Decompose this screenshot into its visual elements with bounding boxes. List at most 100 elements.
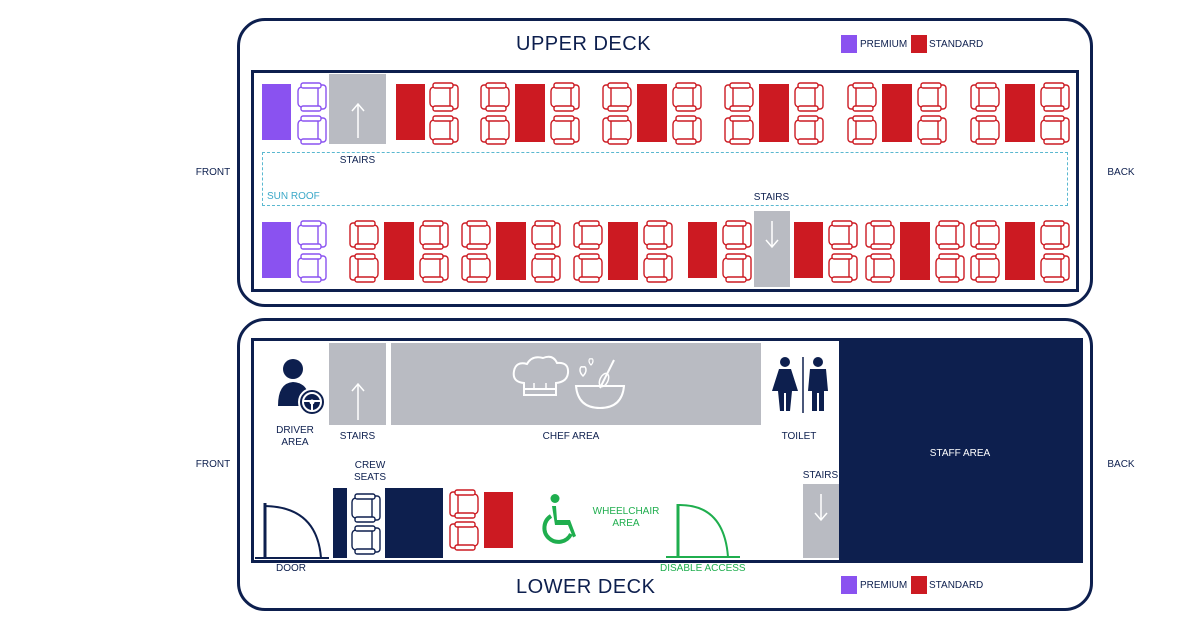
upper-bottom-group-2-seat <box>531 220 561 250</box>
legend-premium-label: PREMIUM <box>860 39 908 50</box>
crew-seat <box>351 493 381 523</box>
upper-stairs-front-label: STAIRS <box>339 155 376 166</box>
upper-bottom-group-5-seat <box>970 253 1000 283</box>
upper-bottom-group-4-seat <box>865 220 895 250</box>
upper-top-group-5-seat <box>970 115 1000 145</box>
standard-seat <box>429 115 459 145</box>
upper-bottom-group-4-seat <box>935 220 965 250</box>
door-label: DOOR <box>276 563 306 574</box>
front-label-upper: FRONT <box>195 167 231 178</box>
upper-top-group-1-table <box>515 84 545 142</box>
upper-top-group-3-seat <box>724 82 754 112</box>
sun-roof-label: SUN ROOF <box>267 191 320 202</box>
upper-top-group-1-seat <box>480 82 510 112</box>
upper-top-group-5-seat <box>1040 82 1070 112</box>
upper-bottom-group-2-table <box>496 222 526 280</box>
upper-top-group-4-seat <box>847 115 877 145</box>
upper-top-group-4-seat <box>917 115 947 145</box>
legend-standard-label: STANDARD <box>929 39 984 50</box>
standard-table <box>688 222 717 278</box>
upper-bottom-group-2-seat <box>461 253 491 283</box>
toilet-icon <box>772 357 828 413</box>
upper-bottom-group-5-table <box>1005 222 1035 280</box>
legend-premium-swatch-lower <box>841 576 857 594</box>
door-icon <box>255 503 329 559</box>
arrow-up-icon <box>351 382 365 420</box>
upper-top-group-5-seat <box>1040 115 1070 145</box>
premium-table <box>262 84 291 140</box>
upper-bottom-group-3-seat <box>573 253 603 283</box>
crew-table <box>385 488 443 558</box>
toilet-label: TOILET <box>781 431 817 442</box>
upper-bottom-group-2-seat <box>461 220 491 250</box>
standard-seat <box>828 220 858 250</box>
premium-seat <box>297 220 327 250</box>
upper-bottom-group-2-seat <box>531 253 561 283</box>
crew-seat <box>351 525 381 555</box>
upper-top-group-1-seat <box>480 115 510 145</box>
legend-premium-swatch <box>841 35 857 53</box>
upper-top-group-5-seat <box>970 82 1000 112</box>
upper-bottom-group-3-table <box>608 222 638 280</box>
standard-seat <box>449 489 479 519</box>
premium-seat <box>297 82 327 112</box>
upper-bottom-group-4-seat <box>935 253 965 283</box>
upper-top-group-2-seat <box>602 115 632 145</box>
driver-icon <box>278 359 326 416</box>
upper-top-group-2-seat <box>602 82 632 112</box>
front-label-lower: FRONT <box>195 459 231 470</box>
upper-top-group-5-table <box>1005 84 1035 142</box>
premium-seat <box>297 115 327 145</box>
upper-top-group-2-seat <box>672 115 702 145</box>
staff-area-label: STAFF AREA <box>929 448 991 459</box>
premium-table <box>262 222 291 278</box>
upper-bottom-group-3-seat <box>573 220 603 250</box>
upper-top-group-3-seat <box>724 115 754 145</box>
upper-bottom-group-4-seat <box>865 253 895 283</box>
upper-bottom-group-1-seat <box>349 253 379 283</box>
arrow-down-icon <box>814 494 828 522</box>
upper-deck-title: UPPER DECK <box>516 33 652 55</box>
upper-bottom-group-3-seat <box>643 253 673 283</box>
standard-seat <box>722 220 752 250</box>
crew-seats-label: CREW SEATS <box>353 460 387 483</box>
standard-seat <box>828 253 858 283</box>
upper-top-group-1-seat <box>550 82 580 112</box>
premium-seat <box>297 253 327 283</box>
wheelchair-icon <box>542 494 576 544</box>
lower-stairs-front-label: STAIRS <box>339 431 376 442</box>
crew-partition <box>333 488 347 558</box>
legend-standard-label-lower: STANDARD <box>929 580 984 591</box>
legend-standard-swatch-lower <box>911 576 927 594</box>
upper-top-group-2-table <box>637 84 667 142</box>
upper-top-group-1-seat <box>550 115 580 145</box>
back-label-lower: BACK <box>1107 459 1135 470</box>
standard-table <box>396 84 425 140</box>
chef-area <box>391 343 761 425</box>
standard-seat <box>722 253 752 283</box>
lower-stairs-back-label: STAIRS <box>802 470 839 481</box>
upper-top-group-2-seat <box>672 82 702 112</box>
upper-bottom-group-3-seat <box>643 220 673 250</box>
upper-bottom-group-1-table <box>384 222 414 280</box>
upper-stairs-back-label: STAIRS <box>753 192 790 203</box>
standard-seat <box>429 82 459 112</box>
wheelchair-area-label: WHEELCHAIR AREA <box>592 506 660 529</box>
upper-top-group-3-seat <box>794 115 824 145</box>
upper-bottom-group-4-table <box>900 222 930 280</box>
upper-top-group-3-table <box>759 84 789 142</box>
disable-access-door-icon <box>666 503 740 558</box>
upper-bottom-group-1-seat <box>349 220 379 250</box>
upper-bottom-group-1-seat <box>419 253 449 283</box>
back-label-upper: BACK <box>1107 167 1135 178</box>
disable-access-label: DISABLE ACCESS <box>660 563 746 574</box>
upper-top-group-3-seat <box>794 82 824 112</box>
upper-bottom-group-5-seat <box>970 220 1000 250</box>
standard-table <box>794 222 823 278</box>
upper-top-group-4-seat <box>847 82 877 112</box>
upper-bottom-group-5-seat <box>1040 220 1070 250</box>
legend-standard-swatch <box>911 35 927 53</box>
upper-bottom-group-5-seat <box>1040 253 1070 283</box>
